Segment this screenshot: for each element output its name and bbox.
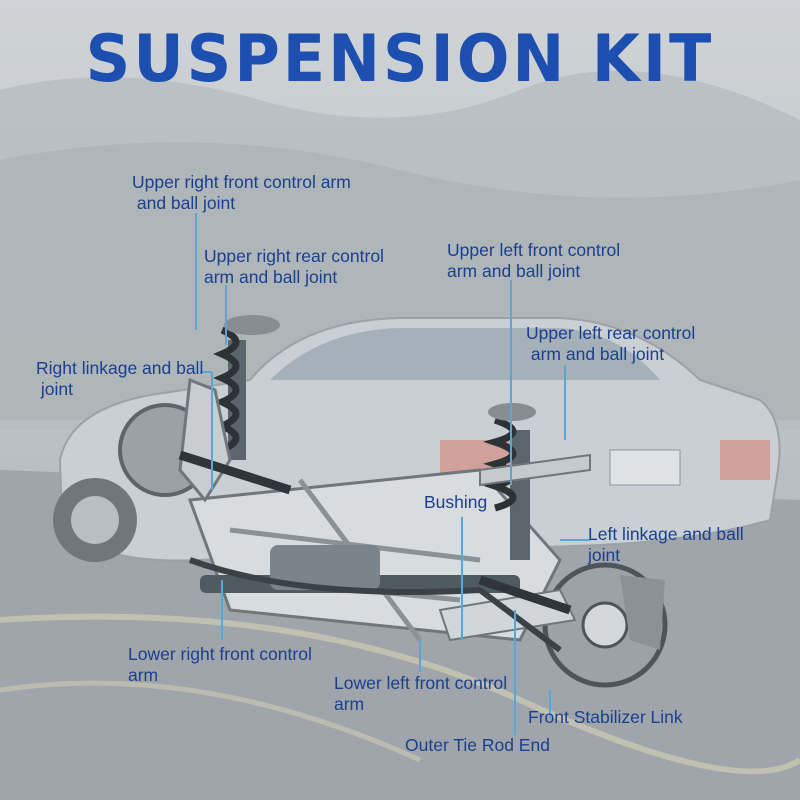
label-line: joint	[36, 379, 73, 399]
label-line: arm	[128, 665, 159, 685]
label-upper-left-front: Upper left front control arm and ball jo…	[447, 240, 620, 282]
label-line: Upper right rear control	[204, 246, 384, 266]
label-line: Upper left front control	[447, 240, 621, 260]
label-line: arm and ball joint	[204, 267, 338, 287]
label-bushing: Bushing	[424, 492, 488, 512]
label-line: and ball joint	[132, 193, 236, 213]
label-upper-right-rear: Upper right rear control arm and ball jo…	[204, 246, 384, 288]
label-lower-left-front: Lower left front control arm	[334, 673, 507, 715]
label-line: Upper right front control arm	[132, 172, 351, 192]
label-upper-right-front: Upper right front control arm and ball j…	[132, 172, 351, 214]
label-line: arm and ball joint	[447, 261, 581, 281]
label-line: arm	[334, 694, 365, 714]
label-upper-left-rear: Upper left rear control arm and ball joi…	[526, 323, 695, 365]
label-left-linkage: Left linkage and ball joint	[588, 524, 744, 566]
label-line: Lower left front control	[334, 673, 508, 693]
label-line: Upper left rear control	[526, 323, 696, 343]
label-line: Lower right front control	[128, 644, 312, 664]
label-right-linkage: Right linkage and ball joint	[36, 358, 203, 400]
label-line: Left linkage and ball	[588, 524, 744, 544]
label-outer-tie-rod-end: Outer Tie Rod End	[405, 735, 550, 755]
label-line: joint	[588, 545, 621, 565]
label-line: Right linkage and ball	[36, 358, 204, 378]
label-line: arm and ball joint	[526, 344, 665, 364]
page-title: SUSPENSION KIT	[85, 20, 715, 97]
label-front-stabilizer-link: Front Stabilizer Link	[528, 707, 683, 727]
label-lower-right-front: Lower right front control arm	[128, 644, 312, 686]
